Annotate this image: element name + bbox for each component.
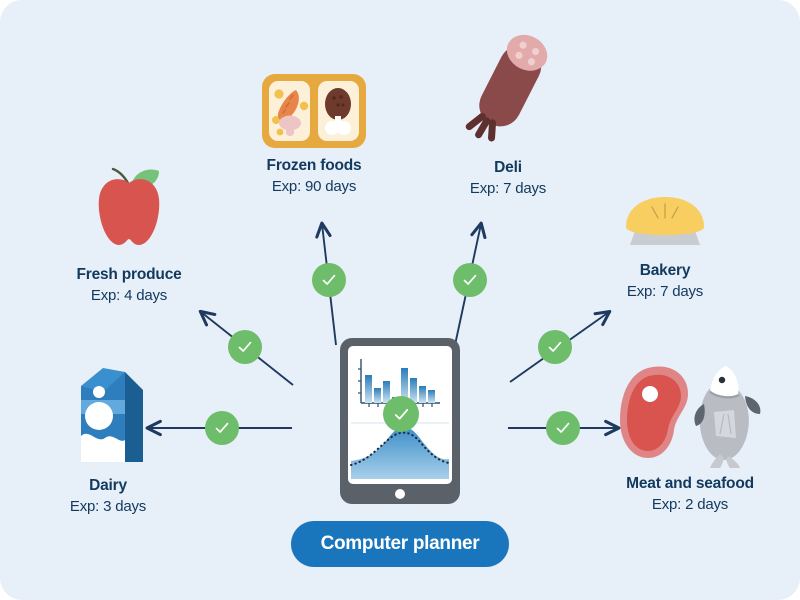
- category-meat-and-seafood[interactable]: Meat and seafood Exp: 2 days: [590, 358, 790, 513]
- check-badge-frozen-foods: [312, 263, 346, 297]
- category-fresh-produce[interactable]: Fresh produce Exp: 4 days: [29, 165, 229, 304]
- category-expiry: Exp: 3 days: [69, 498, 147, 515]
- area-chart: [350, 427, 450, 479]
- category-dairy[interactable]: Dairy Exp: 3 days: [8, 362, 208, 515]
- category-bakery[interactable]: Bakery Exp: 7 days: [565, 193, 765, 300]
- category-title: Dairy: [89, 477, 127, 494]
- check-icon: [548, 341, 562, 352]
- check-badge-bakery: [538, 330, 572, 364]
- category-expiry: Exp: 90 days: [271, 178, 357, 195]
- steak-and-fish-icon: [612, 358, 768, 474]
- check-badge-dairy: [205, 411, 239, 445]
- check-badge-fresh-produce: [228, 330, 262, 364]
- check-icon: [322, 274, 336, 285]
- category-title: Bakery: [639, 262, 691, 279]
- check-badge-deli: [453, 263, 487, 297]
- check-icon: [556, 422, 570, 433]
- category-expiry: Exp: 7 days: [469, 180, 547, 197]
- milk-carton-icon: [59, 362, 157, 470]
- category-title: Frozen foods: [266, 157, 362, 174]
- check-icon: [394, 408, 408, 420]
- pie-icon: [610, 193, 720, 255]
- category-expiry: Exp: 4 days: [90, 287, 168, 304]
- check-badge-meat-and-seafood: [546, 411, 580, 445]
- frozen-meal-tray-icon: [260, 72, 368, 150]
- check-icon: [215, 422, 229, 433]
- check-icon: [238, 341, 252, 352]
- category-title: Fresh produce: [76, 266, 182, 283]
- apple-icon: [81, 165, 177, 259]
- computer-planner-label: Computer planner: [320, 533, 480, 554]
- category-deli[interactable]: Deli Exp: 7 days: [408, 24, 608, 197]
- category-frozen-foods[interactable]: Frozen foods Exp: 90 days: [214, 72, 414, 195]
- salami-icon: [458, 24, 558, 152]
- check-icon: [463, 274, 477, 285]
- check-badge-hub: [383, 396, 419, 432]
- category-expiry: Exp: 7 days: [626, 283, 704, 300]
- category-title: Meat and seafood: [626, 475, 754, 492]
- computer-planner-button[interactable]: Computer planner: [291, 521, 509, 567]
- category-expiry: Exp: 2 days: [651, 496, 729, 513]
- category-title: Deli: [494, 159, 522, 176]
